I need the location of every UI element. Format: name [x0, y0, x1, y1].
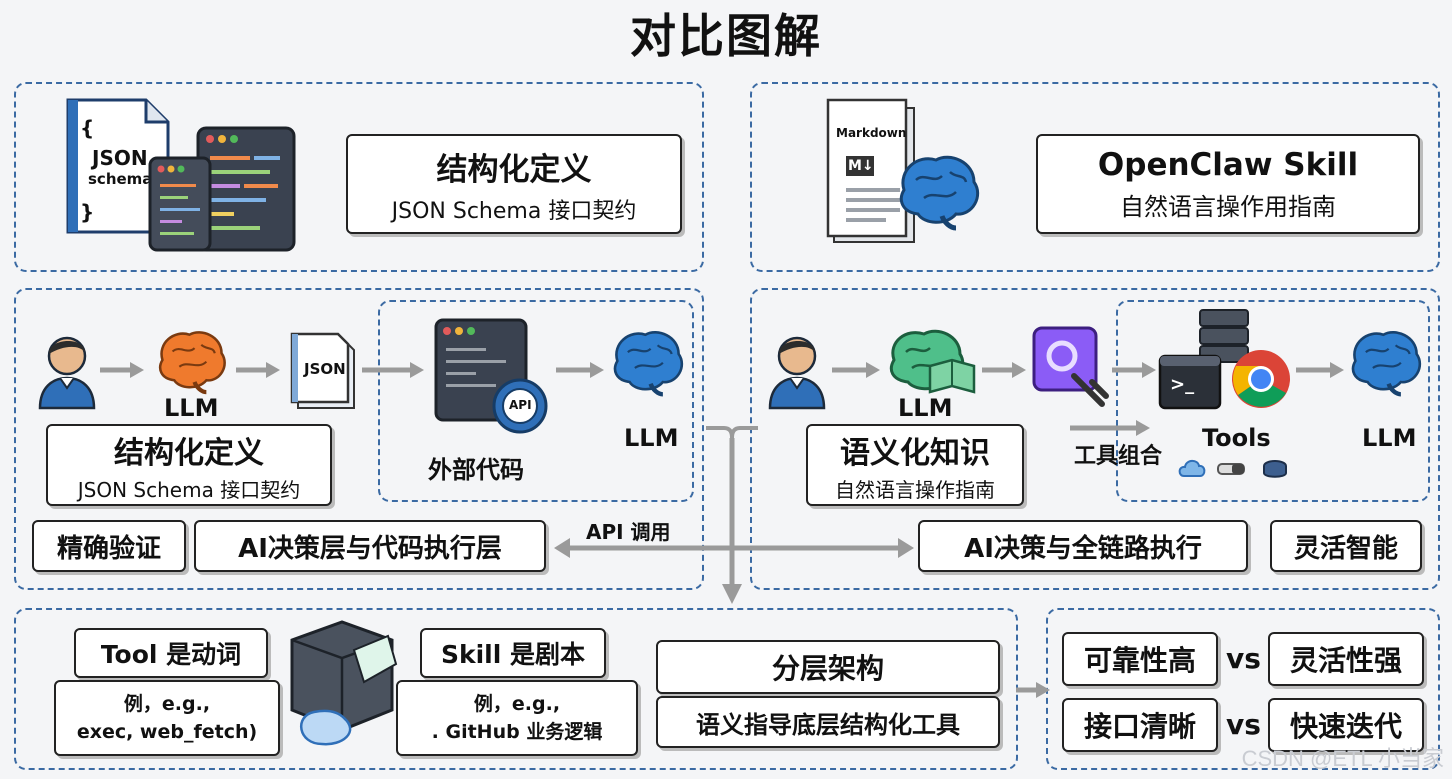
- tool-verb-example-text: 例，e.g., exec, web_fetch): [76, 692, 258, 744]
- reliability-high: 可靠性高: [1062, 632, 1218, 686]
- top-left-sub: JSON Schema 接口契约: [391, 198, 637, 224]
- arrow-right-icon: [832, 362, 880, 378]
- flexibility-strong: 灵活性强: [1268, 632, 1424, 686]
- arrow-right-icon: [1016, 682, 1050, 698]
- brain-book-icon: [889, 329, 976, 394]
- doc-text-json: JSON: [92, 146, 148, 170]
- top-left-label-card: 结构化定义 JSON Schema 接口契约: [346, 134, 682, 234]
- skill-script-title: Skill 是剧本: [420, 628, 606, 678]
- code-window-icon: [148, 126, 296, 252]
- watermark: CSDN @ETL 小当家: [1241, 746, 1444, 771]
- top-left-panel: [14, 82, 704, 272]
- markdown-doc-icon: [826, 98, 915, 243]
- merge-bracket-arrow: [706, 426, 758, 604]
- brain-icon: [899, 155, 980, 231]
- arrow-right-icon: [556, 362, 604, 378]
- arrow-right-icon: [362, 362, 424, 378]
- arrow-right-icon: [982, 362, 1026, 378]
- markdown-doc-text: Markdown: [836, 126, 907, 140]
- badge-precise-validation: 精确验证: [32, 520, 186, 572]
- arrow-right-icon: [236, 362, 280, 378]
- mid-right-panel: [750, 288, 1440, 590]
- brain-icon: [158, 331, 226, 395]
- arrow-right-icon: [100, 362, 144, 378]
- arrow-right-icon: [1070, 420, 1150, 436]
- skill-tool-icon: [1032, 326, 1109, 407]
- top-right-panel: [750, 82, 1440, 272]
- top-right-heading: OpenClaw Skill: [1097, 146, 1359, 183]
- external-code-label: 外部代码: [428, 456, 524, 484]
- terminal-prompt: >_: [1170, 374, 1195, 395]
- mid-left-panel: [14, 288, 704, 590]
- arrow-right-icon: [1296, 362, 1344, 378]
- doc-brace-open: {: [80, 116, 95, 140]
- chrome-icon: [1232, 350, 1290, 408]
- user-icon: [38, 336, 96, 410]
- usb-drive-icon: [1217, 463, 1245, 475]
- llm-label: LLM: [624, 424, 679, 452]
- mid-left-sub: JSON Schema 接口契约: [77, 477, 301, 502]
- json-file-label: JSON: [304, 360, 346, 378]
- doc-brace-close: }: [80, 200, 95, 224]
- page-title: 对比图解: [630, 9, 822, 63]
- markdown-glyph: M↓: [848, 158, 874, 174]
- skill-script-example-text: 例，e.g., . GitHub 业务逻辑: [431, 692, 603, 744]
- doc-text-schema: schema: [88, 170, 153, 188]
- top-right-label-card: OpenClaw Skill 自然语言操作用指南: [1036, 134, 1420, 234]
- user-icon: [768, 336, 826, 410]
- api-gear-label: API: [509, 398, 532, 412]
- top-left-heading: 结构化定义: [436, 151, 592, 188]
- mid-right-sub: 自然语言操作指南: [835, 477, 995, 502]
- tool-verb-example: 例，e.g., exec, web_fetch): [54, 680, 280, 756]
- layered-arch-sub: 语义指导底层结构化工具: [656, 696, 1000, 748]
- mid-left-label-card: 结构化定义 JSON Schema 接口契约: [46, 424, 332, 506]
- mid-left-heading: 结构化定义: [114, 435, 264, 471]
- mid-right-heading: 语义化知识: [840, 435, 990, 471]
- badge-ai-decision-code-layer: AI决策层与代码执行层: [194, 520, 546, 572]
- api-call-label: API 调用: [586, 520, 671, 544]
- mid-right-label-card: 语义化知识 自然语言操作指南: [806, 424, 1024, 506]
- code-window-icon: [434, 318, 548, 434]
- brain-icon: [1351, 331, 1422, 397]
- interface-clear: 接口清晰: [1062, 698, 1218, 752]
- terminal-icon: [1158, 354, 1222, 410]
- llm-label: LLM: [1362, 424, 1417, 452]
- fast-iteration: 快速迭代: [1268, 698, 1424, 752]
- arrow-right-icon: [1112, 362, 1156, 378]
- tool-combo-label: 工具组合: [1074, 444, 1163, 469]
- badge-ai-full-chain: AI决策与全链路执行: [918, 520, 1248, 572]
- vs-label: vs: [1226, 708, 1261, 741]
- top-right-sub: 自然语言操作用指南: [1120, 192, 1336, 221]
- tools-panel: [1116, 300, 1430, 502]
- database-icon: [1263, 460, 1287, 478]
- json-file-icon: [290, 332, 355, 409]
- vs-label: vs: [1226, 642, 1261, 675]
- skill-script-example: 例，e.g., . GitHub 业务逻辑: [396, 680, 638, 756]
- tools-label: Tools: [1202, 424, 1271, 452]
- tool-verb-title: Tool 是动词: [74, 628, 268, 678]
- brain-icon: [613, 331, 684, 397]
- llm-label: LLM: [898, 394, 953, 422]
- cloud-gear-icon: [1178, 459, 1206, 477]
- badge-flexible-intelligent: 灵活智能: [1270, 520, 1422, 572]
- server-robot-icon: [290, 620, 398, 746]
- layered-arch-title: 分层架构: [656, 640, 1000, 694]
- llm-label: LLM: [164, 394, 219, 422]
- bidirectional-arrow: [554, 538, 914, 558]
- external-code-panel: [378, 300, 694, 502]
